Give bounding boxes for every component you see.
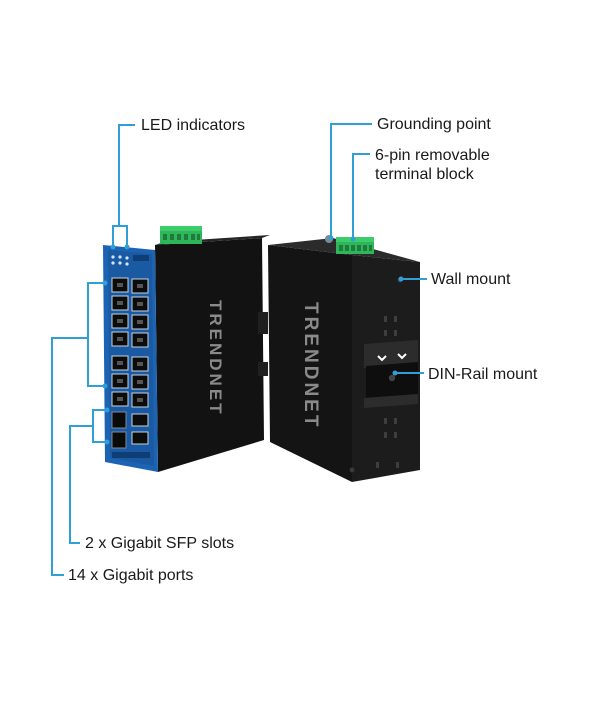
led-indicators-label: LED indicators [141,117,246,134]
side-clip [258,362,268,376]
rear-switch: TRENDNET [268,235,420,482]
gigabit-ports-label: 14 x Gigabit ports [68,567,194,584]
side-clip [258,312,268,334]
terminal-callout-line [352,153,370,238]
callout-lines [51,123,427,576]
terminal-block-label: 6-pin removable terminal block [375,147,490,183]
front-switch-body [155,238,264,472]
brand-logo-rear: TRENDNET [300,302,321,429]
grounding-point-label: Grounding point [377,116,491,133]
sfp-slots [111,411,149,449]
brand-logo-front: TRENDNET [206,300,225,417]
led-row [111,255,129,266]
led-callout-line [112,124,135,246]
din-rail-mount-label: DIN-Rail mount [428,366,538,383]
ports-callout-line [51,337,88,576]
rear-switch-side [268,245,352,482]
sfp-slots-label: 2 x Gigabit SFP slots [85,535,235,552]
sfp-callout-line [69,425,93,544]
front-switch: TRENDNET [103,226,270,472]
din-rail-clip [364,340,418,408]
rj45-ports [111,277,149,408]
wall-mount-label: Wall mount [431,271,511,288]
grounding-callout-line [330,123,372,237]
